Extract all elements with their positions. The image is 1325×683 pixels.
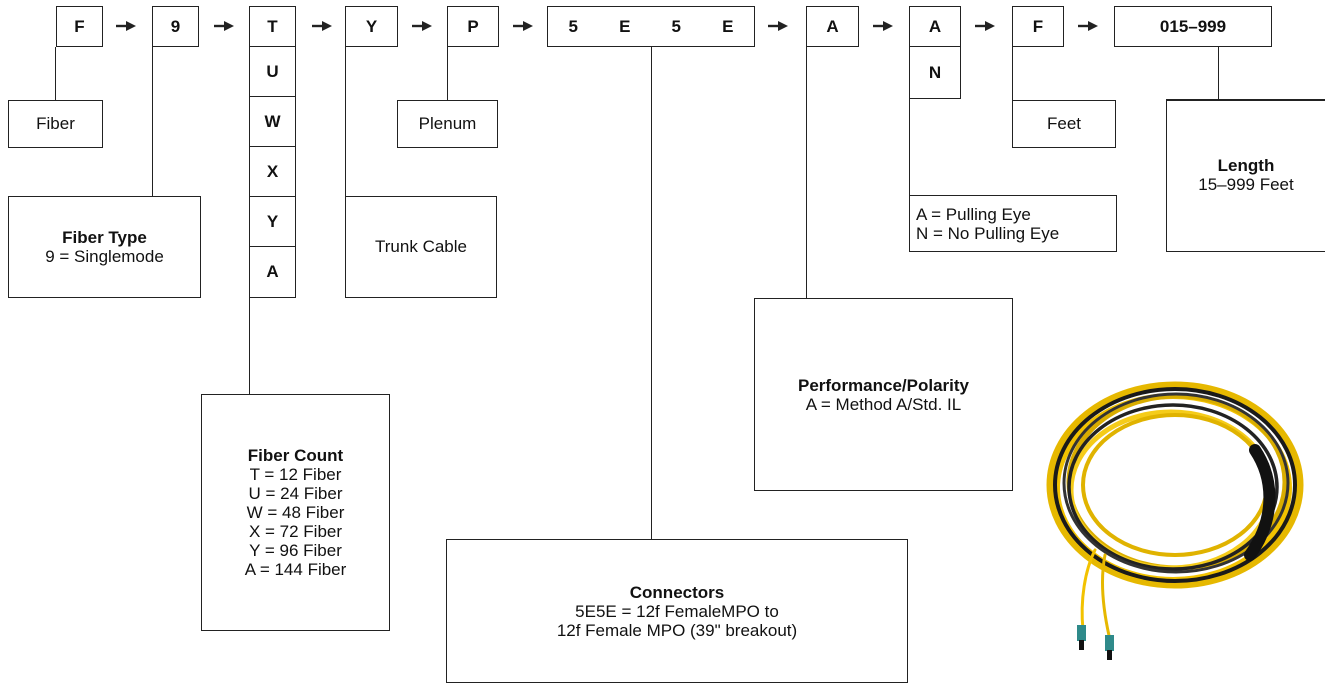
fiber-count-line: W = 48 Fiber — [247, 503, 345, 522]
fiber-count-line: Y = 96 Fiber — [249, 541, 342, 560]
performance-line: A = Method A/Std. IL — [806, 395, 961, 414]
connector-line-plenum — [447, 47, 448, 101]
fiber-count-option-y: Y — [249, 196, 296, 247]
fiber-count-line: T = 12 Fiber — [250, 465, 342, 484]
fiber-count-title: Fiber Count — [248, 446, 343, 465]
fiber-count-box: Fiber Count T = 12 Fiber U = 24 Fiber W … — [201, 394, 390, 631]
fiber-count-option-a: A — [249, 246, 296, 298]
arrow-4 — [412, 21, 432, 31]
connector-line-fiber — [55, 47, 56, 101]
fiber-type-title: Fiber Type — [62, 228, 147, 247]
arrow-1 — [116, 21, 136, 31]
fiber-type-line: 9 = Singlemode — [45, 247, 164, 266]
fiber-type-box: Fiber Type 9 = Singlemode — [8, 196, 201, 298]
arrow-5 — [513, 21, 533, 31]
arrow-7 — [873, 21, 893, 31]
plenum-label: Plenum — [397, 100, 498, 148]
connectors-box: Connectors 5E5E = 12f FemaleMPO to 12f F… — [446, 539, 908, 683]
fiber-count-line: X = 72 Fiber — [249, 522, 342, 541]
connector-line-trunk-cable — [345, 47, 346, 197]
fiber-count-line: U = 24 Fiber — [248, 484, 342, 503]
feet-label: Feet — [1012, 100, 1116, 148]
arrow-6 — [768, 21, 788, 31]
performance-title: Performance/Polarity — [798, 376, 969, 395]
arrow-8 — [975, 21, 995, 31]
trunk-cable-label: Trunk Cable — [345, 196, 497, 298]
code-jacket: P — [447, 6, 499, 47]
connector-code-3: 5 — [672, 17, 681, 37]
fiber-label: Fiber — [8, 100, 103, 148]
length-box: Length 15–999 Feet — [1166, 100, 1325, 252]
connector-line-fiber-type — [152, 47, 153, 197]
performance-box: Performance/Polarity A = Method A/Std. I… — [754, 298, 1013, 491]
code-cable-type: Y — [345, 6, 398, 47]
connectors-line: 5E5E = 12f FemaleMPO to — [575, 602, 779, 621]
connectors-title: Connectors — [630, 583, 724, 602]
pulling-eye-option-n: N — [909, 46, 961, 99]
connector-line-pulling-eye — [909, 98, 910, 196]
connector-code-1: 5 — [569, 17, 578, 37]
fiber-count-option-w: W — [249, 96, 296, 147]
code-connectors: 5 E 5 E — [547, 6, 755, 47]
code-pulling-eye: A — [909, 6, 961, 47]
length-line: 15–999 Feet — [1198, 175, 1293, 194]
connector-code-4: E — [722, 17, 733, 37]
fiber-count-option-u: U — [249, 46, 296, 97]
fiber-count-option-x: X — [249, 146, 296, 197]
pulling-eye-line: N = No Pulling Eye — [916, 224, 1059, 243]
connector-line-connectors — [651, 47, 652, 540]
connector-code-2: E — [619, 17, 630, 37]
pulling-eye-line: A = Pulling Eye — [916, 205, 1031, 224]
connector-line-length — [1218, 47, 1219, 100]
arrow-3 — [312, 21, 332, 31]
connectors-line: 12f Female MPO (39" breakout) — [557, 621, 797, 640]
connector-line-feet — [1012, 47, 1013, 101]
code-length: 015–999 — [1114, 6, 1272, 47]
code-fiber-type: 9 — [152, 6, 199, 47]
fiber-count-line: A = 144 Fiber — [245, 560, 347, 579]
connector-line-performance — [806, 47, 807, 299]
code-unit: F — [1012, 6, 1064, 47]
code-performance: A — [806, 6, 859, 47]
code-fiber-count: T — [249, 6, 296, 47]
connector-line-fiber-count — [249, 297, 250, 395]
arrow-2 — [214, 21, 234, 31]
trunk-cable-photo — [1025, 370, 1315, 675]
code-fiber: F — [56, 6, 103, 47]
arrow-9 — [1078, 21, 1098, 31]
length-title: Length — [1218, 156, 1275, 175]
pulling-eye-box: A = Pulling Eye N = No Pulling Eye — [909, 195, 1117, 252]
